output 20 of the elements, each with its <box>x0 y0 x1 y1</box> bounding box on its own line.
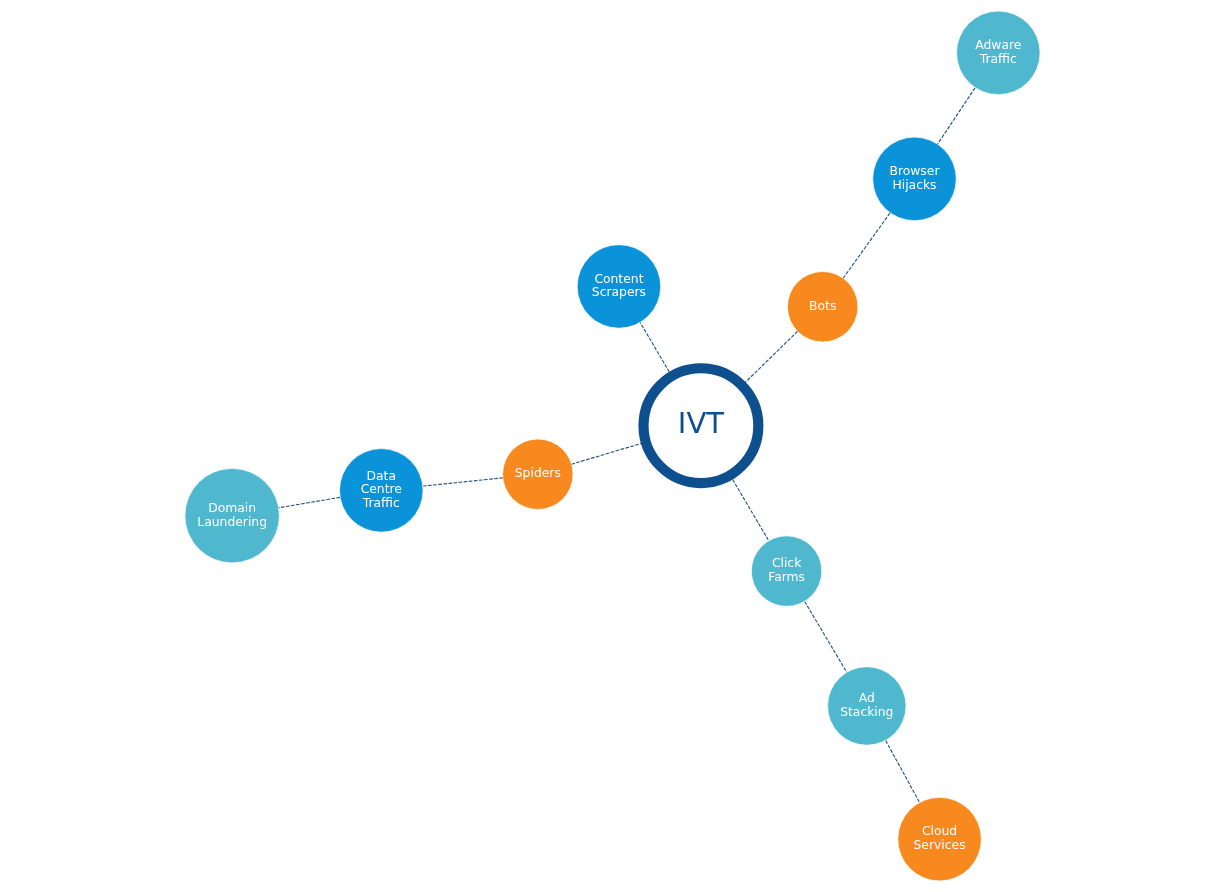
connector <box>422 477 504 487</box>
node-circle: Browser Hijacks <box>872 136 957 222</box>
node-circle: Domain Laundering <box>184 468 280 564</box>
connector <box>639 322 673 377</box>
connector <box>278 496 341 509</box>
connector <box>937 87 976 145</box>
node-circle: Data Centre Traffic <box>339 448 424 533</box>
node-circle: Adware Traffic <box>956 10 1041 95</box>
connector <box>804 601 848 673</box>
node-circle: Ad Stacking <box>827 666 907 746</box>
node-circle: Click Farms <box>751 535 823 607</box>
node-circle: Cloud Services <box>897 797 982 882</box>
node-circle: Spiders <box>502 438 574 510</box>
connector <box>842 212 891 279</box>
connector <box>885 740 920 803</box>
connector <box>729 474 770 542</box>
connector <box>741 330 798 386</box>
node-circle: Content Scrapers <box>576 244 662 329</box>
node-circle: Bots <box>787 271 859 343</box>
node-circle: IVT <box>638 363 764 489</box>
